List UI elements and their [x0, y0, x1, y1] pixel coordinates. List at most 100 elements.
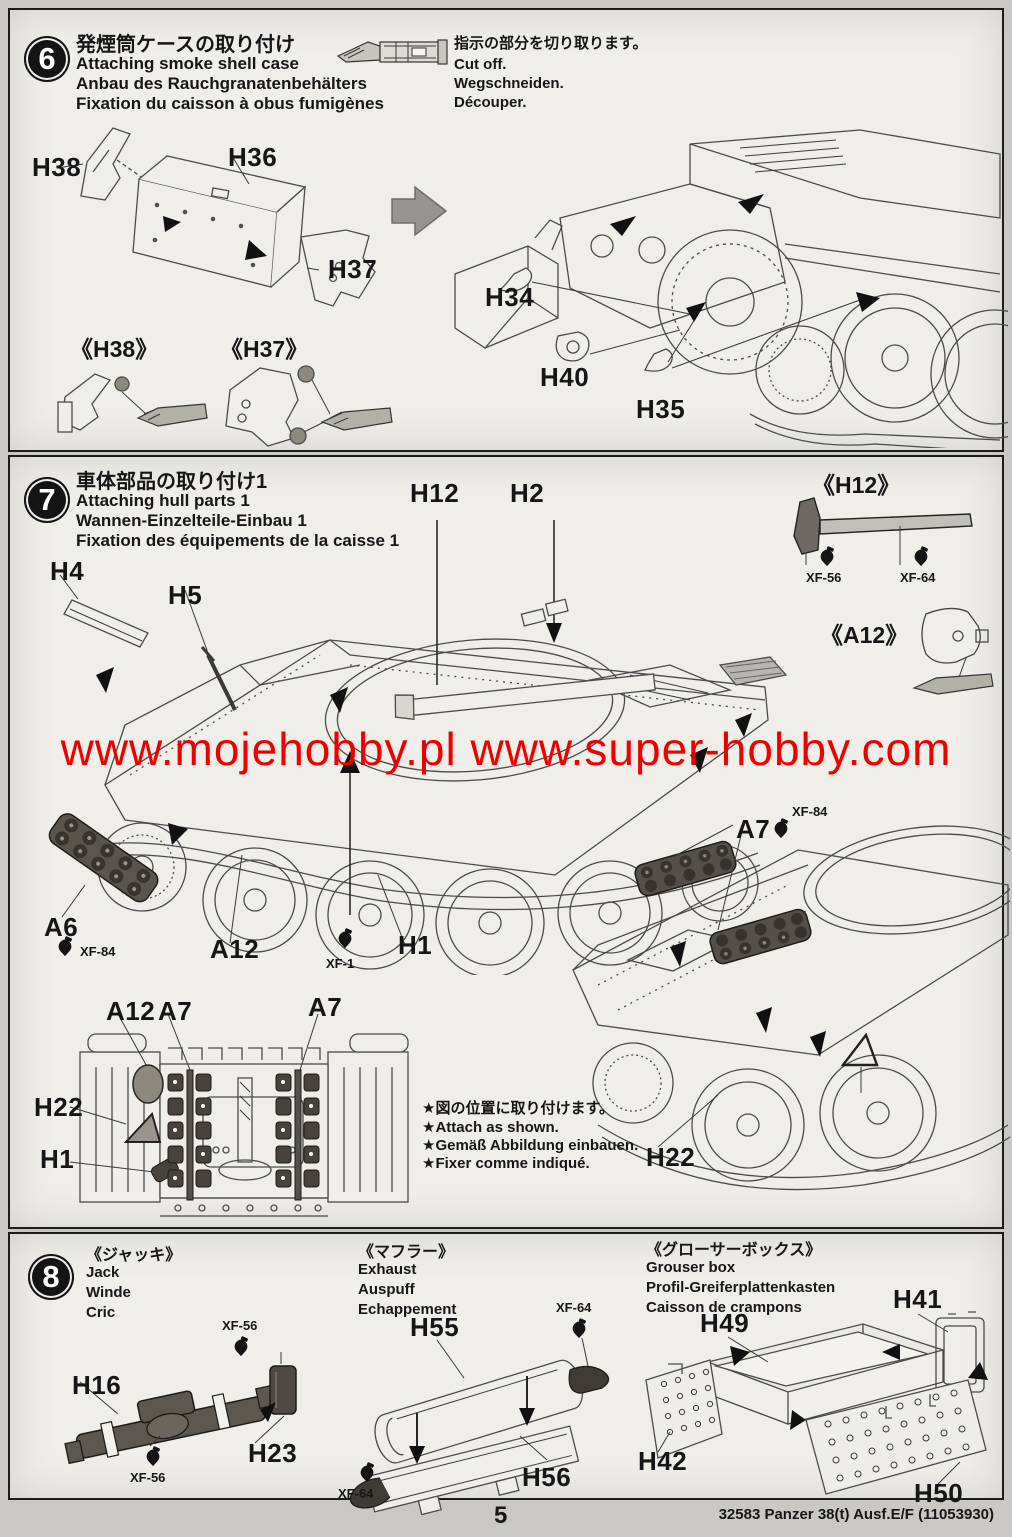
paint-pot-icon — [572, 1318, 586, 1339]
paint-label-xf56-top: XF-56 — [222, 1318, 258, 1333]
note-fr: ★Fixer comme indiqué. — [422, 1155, 590, 1172]
part-label-h49: H49 — [700, 1308, 750, 1338]
h37-cutoff-detail-drawing — [225, 365, 393, 447]
grouser-title-en: Grouser box — [646, 1259, 736, 1276]
step8-badge: 8 — [28, 1254, 74, 1300]
paint-pot-xf56-top — [232, 1336, 250, 1357]
paint-pot-xf1 — [336, 928, 354, 949]
step6-title-de: Anbau des Rauchgranatenbehälters — [76, 74, 367, 93]
part-label-h56: H56 — [522, 1462, 572, 1492]
part-label-h42: H42 — [638, 1446, 688, 1476]
cutoff-ja: 指示の部分を切り取ります。 — [454, 35, 648, 52]
step7-front-view-drawing — [69, 1013, 409, 1217]
paint-pot-xf64-bottom — [358, 1462, 376, 1483]
note-en: ★Attach as shown. — [422, 1119, 559, 1136]
part-label-h38: H38 — [32, 152, 82, 182]
part-label-h37: H37 — [328, 254, 378, 284]
exhaust-drawing — [349, 1337, 610, 1516]
part-label-a7-front-left: A7 — [158, 996, 193, 1026]
part-label-h35: H35 — [636, 394, 686, 424]
paint-label-xf84-a7: XF-84 — [792, 804, 828, 819]
exhaust-title-en: Exhaust — [358, 1261, 417, 1278]
cutoff-de: Wegschneiden. — [454, 75, 564, 92]
part-label-h1-main: H1 — [398, 930, 433, 960]
hobby-knife-icon — [336, 39, 448, 65]
paint-pot-icon — [774, 818, 788, 839]
paint-pot-icon — [234, 1336, 248, 1357]
jack-title-ja: 《ジャッキ》 — [86, 1247, 182, 1264]
paint-pot-icon — [360, 1462, 374, 1483]
part-label-h16: H16 — [72, 1370, 122, 1400]
part-label-h12: H12 — [410, 478, 460, 508]
detail-label-a12: 《A12》 — [820, 622, 909, 648]
part-label-h2: H2 — [510, 478, 545, 508]
step7-title-fr: Fixation des équipements de la caisse 1 — [76, 531, 400, 550]
paint-pot-xf64-hammer — [912, 546, 930, 567]
jack-title-fr: Cric — [86, 1304, 116, 1321]
part-label-a7-top: A7 — [736, 814, 771, 844]
cutoff-fr: Découper. — [454, 94, 527, 111]
part-label-h23: H23 — [248, 1438, 298, 1468]
note-de: ★Gemäß Abbildung einbauen. — [422, 1137, 639, 1154]
assembly-direction-arrow — [391, 185, 448, 237]
part-label-a6: A6 — [44, 912, 79, 942]
step6-badge: 6 — [24, 36, 70, 82]
page-number: 5 — [494, 1502, 508, 1529]
part-label-h5: H5 — [168, 580, 203, 610]
paint-pot-icon — [58, 936, 72, 957]
paint-label-xf84-a6: XF-84 — [80, 944, 116, 959]
paint-label-xf56-hammer: XF-56 — [806, 570, 842, 585]
step7-title-de: Wannen-Einzelteile-Einbau 1 — [76, 511, 307, 530]
paint-pot-icon — [820, 546, 834, 567]
part-label-h55: H55 — [410, 1312, 460, 1342]
paint-pot-icon — [338, 928, 352, 949]
paint-label-xf56-bottom: XF-56 — [130, 1470, 166, 1485]
part-label-a12-front: A12 — [106, 996, 156, 1026]
part-label-a12-main: A12 — [210, 934, 260, 964]
part-label-h50: H50 — [914, 1478, 964, 1508]
part-label-h1-front: H1 — [40, 1144, 75, 1174]
paint-label-xf1: XF-1 — [326, 956, 355, 971]
exhaust-title-ja: 《マフラー》 — [358, 1244, 455, 1261]
part-label-h41: H41 — [893, 1284, 943, 1314]
h38-cutoff-detail-drawing — [57, 373, 208, 433]
grouser-title-ja: 《グローサーボックス》 — [646, 1242, 822, 1259]
step7-rear-hull-drawing — [572, 824, 1010, 1191]
paint-pot-xf56-bottom — [144, 1446, 162, 1467]
cutoff-en: Cut off. — [454, 56, 507, 73]
step7-badge: 7 — [24, 477, 70, 523]
note-ja: ★図の位置に取り付けます。 — [422, 1100, 614, 1117]
paint-pot-xf56-hammer — [818, 546, 836, 567]
paint-label-xf64-bottom: XF-64 — [338, 1486, 374, 1501]
paint-pot-icon — [914, 546, 928, 567]
track-stack-right — [275, 1069, 320, 1201]
footer-kit-info: 32583 Panzer 38(t) Ausf.E/F (11053930) — [718, 1506, 994, 1523]
grouser-box-drawing — [645, 1311, 988, 1495]
step6-panel: 6 発煙筒ケースの取り付け Attaching smoke shell case… — [8, 8, 1008, 452]
step6-title-en: Attaching smoke shell case — [76, 54, 299, 73]
part-label-h36: H36 — [228, 142, 278, 172]
grouser-title-fr: Caisson de crampons — [646, 1299, 802, 1316]
detail-label-h12: 《H12》 — [812, 472, 901, 498]
step7-title-ja: 車体部品の取り付け1 — [76, 471, 268, 493]
smoke-shell-case-assembly-drawing — [56, 127, 376, 307]
a12-cutoff-detail-drawing — [912, 607, 994, 695]
watermark-text: www.mojehobby.pl www.super-hobby.com — [60, 723, 952, 775]
step7-title-en: Attaching hull parts 1 — [76, 491, 250, 510]
paint-pot-xf64-top — [570, 1318, 588, 1339]
part-label-h4: H4 — [50, 556, 85, 586]
part-label-h40: H40 — [540, 362, 590, 392]
paint-pot-xf84-a7 — [772, 818, 790, 839]
paint-pot-xf84-a6 — [56, 936, 74, 957]
hammer-detail-drawing — [793, 497, 973, 565]
detail-label-h38: 《H38》 — [70, 336, 159, 362]
track-stack-left — [167, 1069, 212, 1201]
jack-title-de: Winde — [86, 1284, 131, 1301]
exhaust-title-fr: Echappement — [358, 1301, 457, 1318]
step6-title-fr: Fixation du caisson à obus fumigènes — [76, 94, 384, 113]
grouser-title-de: Profil-Greiferplattenkasten — [646, 1279, 836, 1296]
paint-pot-icon — [146, 1446, 160, 1467]
paint-label-xf64-top: XF-64 — [556, 1300, 592, 1315]
part-label-h22-front: H22 — [34, 1092, 84, 1122]
